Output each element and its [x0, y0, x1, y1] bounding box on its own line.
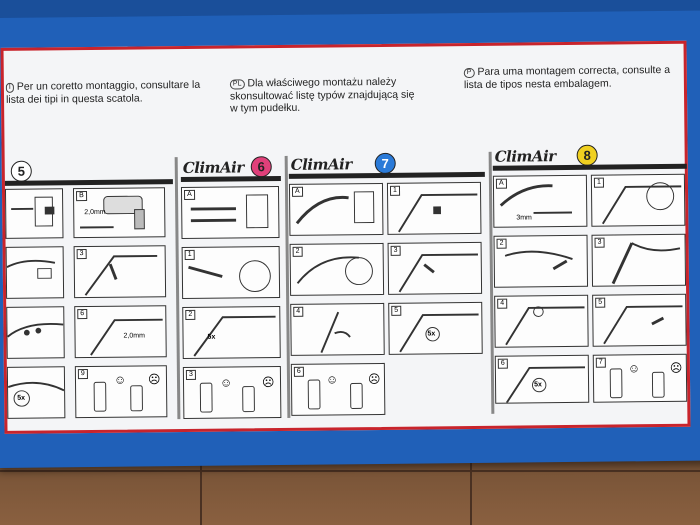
diagram-cell: 3 [387, 241, 483, 295]
diagram-cell: 1 [181, 246, 281, 300]
diagram-cell: 5 5x [388, 301, 483, 355]
diagram-cell: 1 [386, 181, 482, 235]
diagram-cell: 2 5x [182, 306, 281, 360]
section-number: 7 [374, 152, 396, 175]
instruction-text: Para uma montagem correcta, consulte a l… [463, 63, 671, 91]
diagram-cell: B 2,0mm [72, 187, 166, 239]
header-bar [180, 176, 281, 183]
repeat-mark: 5x [207, 333, 216, 341]
frown-icon: ☹ [367, 371, 381, 387]
language-code: P [463, 67, 475, 79]
header-bar [4, 179, 173, 186]
diagram-cell [5, 246, 65, 299]
diagram-cell: A [180, 186, 280, 240]
smile-icon: ☺ [627, 361, 641, 376]
section-number: 8 [576, 144, 598, 166]
diagram-cell: 5x [6, 366, 66, 419]
gap-size-label: 3mm [516, 214, 532, 222]
language-code: PL [229, 79, 245, 90]
section-7: ClimAir 7 A 1 2 3 4 [288, 152, 488, 420]
frown-icon: ☹ [147, 372, 161, 387]
diagram-cell: A 3mm [492, 174, 588, 228]
floor-grout [0, 470, 700, 472]
frown-icon: ☹ [261, 375, 275, 390]
diagram-cell: 4 [290, 302, 385, 356]
diagram-cell: 5 [592, 293, 687, 347]
section-header: ClimAir 8 [492, 144, 687, 171]
repeat-mark: 5x [17, 394, 26, 402]
repeat-mark: 5x [427, 330, 436, 338]
diagram-cell [4, 188, 64, 239]
diagram-cell: 6 ☺ ☹ [290, 362, 386, 416]
section-number: 6 [250, 156, 272, 178]
diagram-cell: 3 [73, 245, 167, 299]
divider [174, 157, 181, 420]
section-header: ClimAir 6 [180, 156, 281, 183]
floor-grout [200, 440, 202, 525]
floor-grout [470, 440, 472, 525]
diagram-cell: A [288, 182, 384, 236]
repeat-mark: 5x [534, 381, 542, 389]
diagram-cell: 6 5x [494, 354, 590, 404]
smile-icon: ☺ [113, 372, 127, 387]
section-8: ClimAir 8 A 3mm 1 2 3 4 [492, 144, 690, 412]
diagram-cell: 2 [493, 234, 589, 288]
section-header: ClimAir 7 [288, 152, 485, 179]
smile-icon: ☺ [325, 372, 339, 387]
box-top-edge [0, 0, 700, 18]
brand-logo: ClimAir [290, 155, 352, 174]
instruction-text: Per un coretto montaggio, consultare la … [5, 78, 201, 106]
frown-icon: ☹ [669, 360, 683, 375]
header-bar [492, 163, 687, 171]
gap-size-label: 2,0mm [123, 332, 145, 340]
diagram-cell: 4 [494, 294, 589, 348]
section-header: 5 [4, 159, 173, 186]
brand-logo: ClimAir [494, 147, 556, 166]
diagram-cell: 9 ☺ ☹ [74, 365, 168, 419]
diagram-cell: 1 [590, 173, 686, 227]
diagram-cell: 7 ☺ ☹ [592, 353, 688, 403]
language-code: I [5, 82, 14, 93]
diagram-cell: 6 2,0mm [74, 305, 167, 359]
brand-logo: ClimAir [182, 158, 244, 178]
smile-icon: ☺ [219, 375, 233, 390]
diagram-cell: 3 ☺ ☹ [182, 366, 282, 420]
instruction-text: Dla właściwego montażu należy skonsultow… [229, 75, 415, 115]
diagram-cell: 2 [289, 242, 385, 296]
section-6: ClimAir 6 A 1 2 5x 3 ☺ ☹ [180, 156, 284, 423]
header-bar [288, 171, 485, 179]
section-number: 5 [10, 160, 32, 182]
section-5: 5 B 2,0mm 3 6 [4, 159, 176, 427]
drill-size-label: 2,0mm [84, 208, 106, 217]
diagram-cell [6, 306, 65, 359]
diagram-cell: 3 [591, 233, 687, 287]
